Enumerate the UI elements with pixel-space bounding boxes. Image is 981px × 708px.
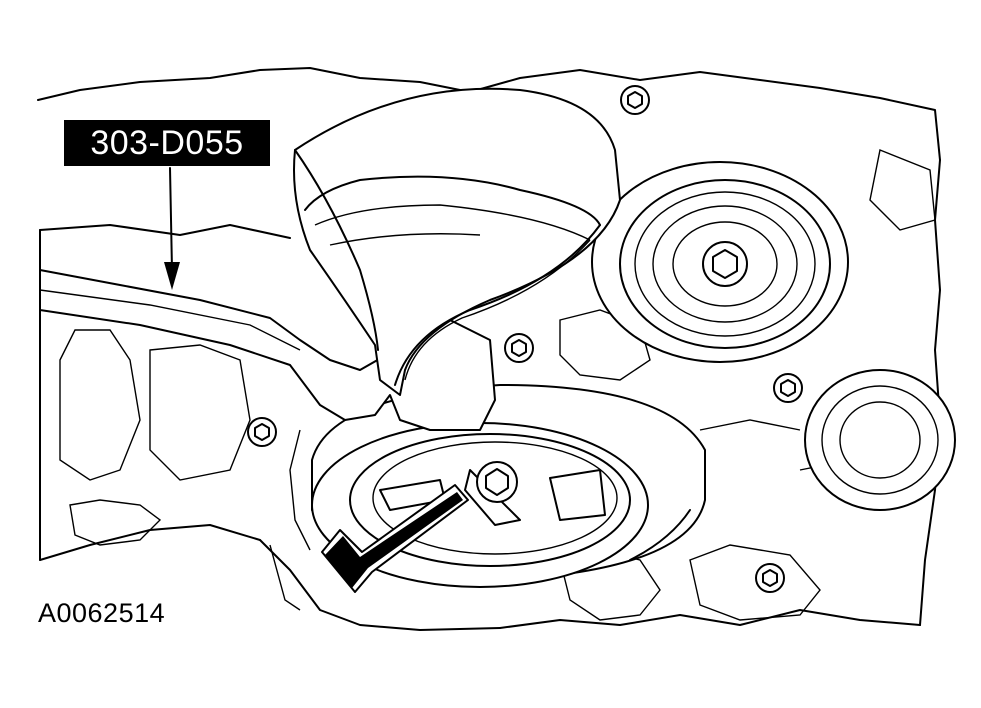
- bolt-icon: [504, 333, 534, 363]
- bolt-icon: [247, 417, 277, 447]
- callout-leader: [164, 167, 180, 290]
- strap-wrench-tool: [39, 269, 496, 431]
- bolt-icon: [755, 563, 785, 593]
- bolt-icon: [620, 85, 650, 115]
- lower-right-pulley: [804, 369, 956, 511]
- tensioner-pulley: [591, 161, 849, 363]
- direction-arrow: [321, 484, 469, 593]
- drive-belt: [293, 87, 621, 396]
- bolt-icon: [773, 373, 803, 403]
- tool-callout-label: 303-D055: [64, 120, 270, 166]
- arrow-icon: [164, 262, 180, 290]
- mounting-bolts: [247, 85, 803, 593]
- engine-block-outline: [37, 67, 941, 631]
- figure-id-label: A0062514: [38, 598, 166, 628]
